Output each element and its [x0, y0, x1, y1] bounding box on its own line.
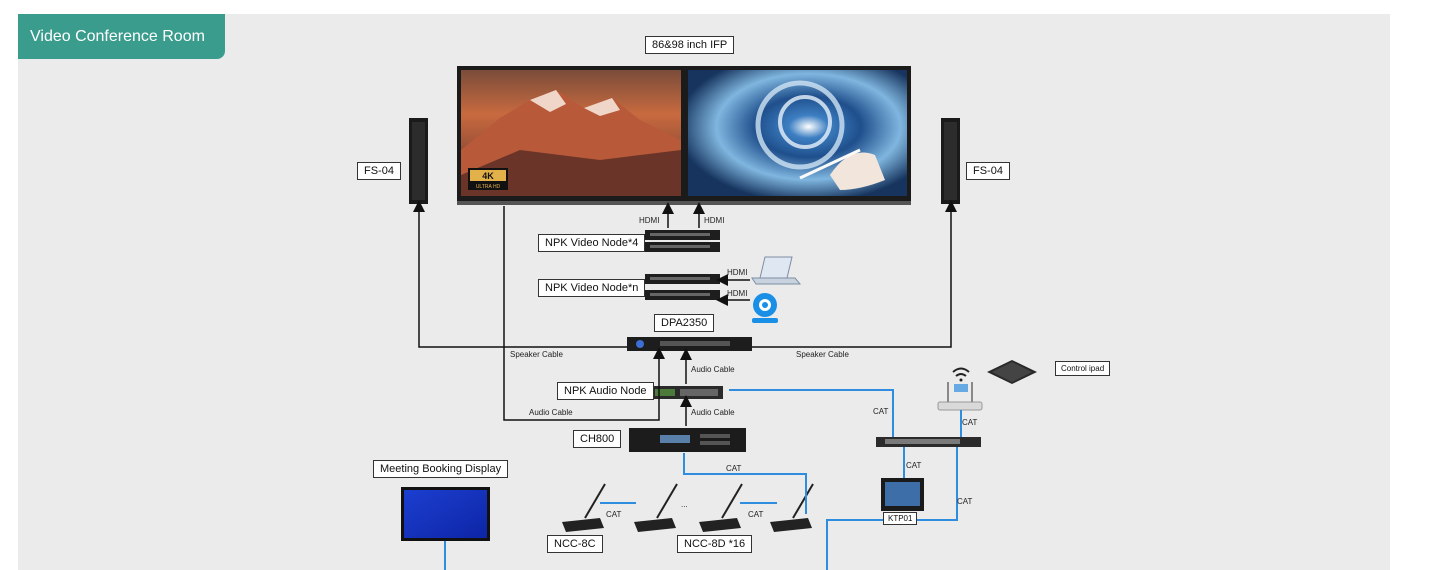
hdmi-label-3: HDMI — [727, 268, 748, 277]
webcam-icon — [752, 293, 778, 323]
fs04-left-label: FS-04 — [357, 162, 401, 180]
speaker-cable-label-left: Speaker Cable — [510, 350, 563, 359]
speaker-right — [941, 118, 960, 204]
npk-audio-node-label: NPK Audio Node — [557, 382, 654, 400]
audio-cable-label-3: Audio Cable — [691, 408, 735, 417]
badge-4k-text: 4K — [482, 171, 494, 181]
ktp01-label: KTP01 — [883, 512, 918, 525]
ncc-8c-microphone — [562, 483, 606, 532]
hdmi-label-2: HDMI — [704, 216, 725, 225]
dpa2350-label: DPA2350 — [654, 314, 715, 332]
cat-label-4: CAT — [957, 497, 973, 506]
cat-label-7: CAT — [748, 510, 764, 519]
laptop-icon — [751, 256, 802, 285]
npk-video-node-4-device — [645, 230, 720, 252]
ifp-display-right — [685, 66, 911, 205]
badge-uhd-text: ULTRA HD — [476, 184, 501, 190]
room-title-tab: Video Conference Room — [18, 14, 225, 59]
speaker-cable-label-right: Speaker Cable — [796, 350, 849, 359]
ifp-display-left — [457, 66, 685, 205]
ncc-8c-label: NCC-8C — [547, 535, 603, 553]
hdmi-label-1: HDMI — [639, 216, 660, 225]
booking-display-label: Meeting Booking Display — [373, 460, 509, 478]
control-ipad-label: Control ipad — [1055, 361, 1111, 376]
ktp01-panel-icon — [881, 478, 924, 511]
ifp-label: 86&98 inch IFP — [645, 36, 735, 54]
ncc-8d-microphone-1 — [634, 483, 678, 532]
ch800-device — [629, 428, 746, 452]
npk-video-node-n-label: NPK Video Node*n — [538, 279, 646, 297]
network-switch-device — [876, 437, 981, 447]
npk-audio-node-device — [651, 386, 723, 399]
cat-label-2: CAT — [962, 418, 978, 427]
ncc-8d-microphone-3 — [770, 483, 814, 532]
cat-label-6: CAT — [606, 510, 622, 519]
wifi-router-icon — [937, 367, 983, 411]
ellipsis-label: ... — [681, 500, 688, 509]
control-ipad-icon — [987, 360, 1037, 384]
audio-cable-label-1: Audio Cable — [691, 365, 735, 374]
npk-video-node-n-device — [645, 274, 720, 300]
fs04-right-label: FS-04 — [966, 162, 1010, 180]
black-cabling — [413, 200, 957, 426]
npk-video-node-4-label: NPK Video Node*4 — [538, 234, 646, 252]
cat-label-3: CAT — [906, 461, 922, 470]
hdmi-label-4: HDMI — [727, 289, 748, 298]
cat-label-1: CAT — [873, 407, 889, 416]
speaker-left — [409, 118, 428, 204]
ncc-8d-label: NCC-8D *16 — [677, 535, 753, 553]
booking-display-icon — [401, 487, 490, 541]
ch800-label: CH800 — [573, 430, 622, 448]
cat-label-5: CAT — [726, 464, 742, 473]
ncc-8d-microphone-2 — [699, 483, 743, 532]
dpa2350-device — [627, 337, 752, 351]
audio-cable-label-2: Audio Cable — [529, 408, 573, 417]
